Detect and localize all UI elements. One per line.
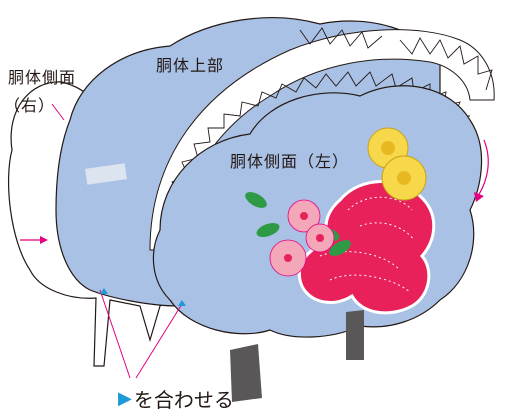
align-text: を合わせる <box>134 384 234 413</box>
label-body-side-right: 胴体側面 <box>8 64 76 88</box>
label-body-top: 胴体上部 <box>156 52 224 76</box>
triangle-marker-icon: ▶ <box>118 388 132 409</box>
label-align-instruction: ▶ を合わせる <box>118 384 234 413</box>
label-body-side-left: 胴体側面（左） <box>230 148 349 172</box>
label-body-side-right-paren: （右） <box>4 92 55 116</box>
